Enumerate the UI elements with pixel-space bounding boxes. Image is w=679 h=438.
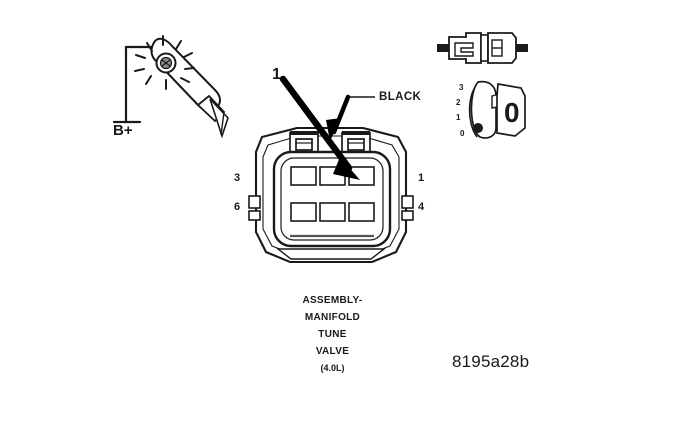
caption-subtitle: (4.0L): [320, 363, 345, 373]
callout-black-leader: [326, 94, 375, 141]
caption-line-2: MANIFOLD: [304, 312, 361, 323]
dial-scale-label-0: 0: [460, 129, 465, 138]
caption-line-3: TUNE: [318, 329, 347, 340]
connector-cavity-frame: [272, 150, 392, 248]
dial-display-digit: 0: [504, 97, 520, 128]
callout-1-arrow: [279, 75, 360, 180]
pin-number-bottom-right: 4: [418, 201, 425, 213]
dial-scale-label-1: 1: [456, 113, 461, 122]
connector-top-lock-tabs: [289, 131, 371, 156]
rotary-dial-icon: [468, 80, 526, 139]
caption-line-4: VALVE: [315, 346, 350, 357]
cavity-3: [290, 166, 317, 186]
cavity-5: [319, 202, 346, 222]
pin-number-top-left: 3: [234, 172, 241, 184]
pin-number-bottom-left: 6: [234, 201, 241, 213]
b-plus-supply-symbol: [112, 45, 158, 124]
connector-side-latches: [248, 195, 414, 221]
b-plus-label: B+: [113, 122, 133, 139]
callout-number-label: 1: [272, 66, 281, 83]
caption-line-1: ASSEMBLY-: [302, 295, 363, 306]
figure-reference-id: 8195a28b: [452, 352, 530, 371]
wire-color-label: BLACK: [379, 91, 422, 103]
dial-scale-label-3: 3: [459, 83, 464, 92]
test-light-probe-icon: [150, 37, 229, 139]
connector-cavities: [290, 166, 375, 222]
cavity-4: [348, 202, 375, 222]
cavity-6: [290, 202, 317, 222]
light-rays-icon: [134, 35, 195, 90]
two-way-connector-icon: [437, 32, 528, 64]
dial-scale-label-2: 2: [456, 98, 461, 107]
pin-number-top-right: 1: [418, 172, 425, 184]
component-caption: ASSEMBLY- MANIFOLD TUNE VALVE (4.0L): [265, 292, 400, 377]
